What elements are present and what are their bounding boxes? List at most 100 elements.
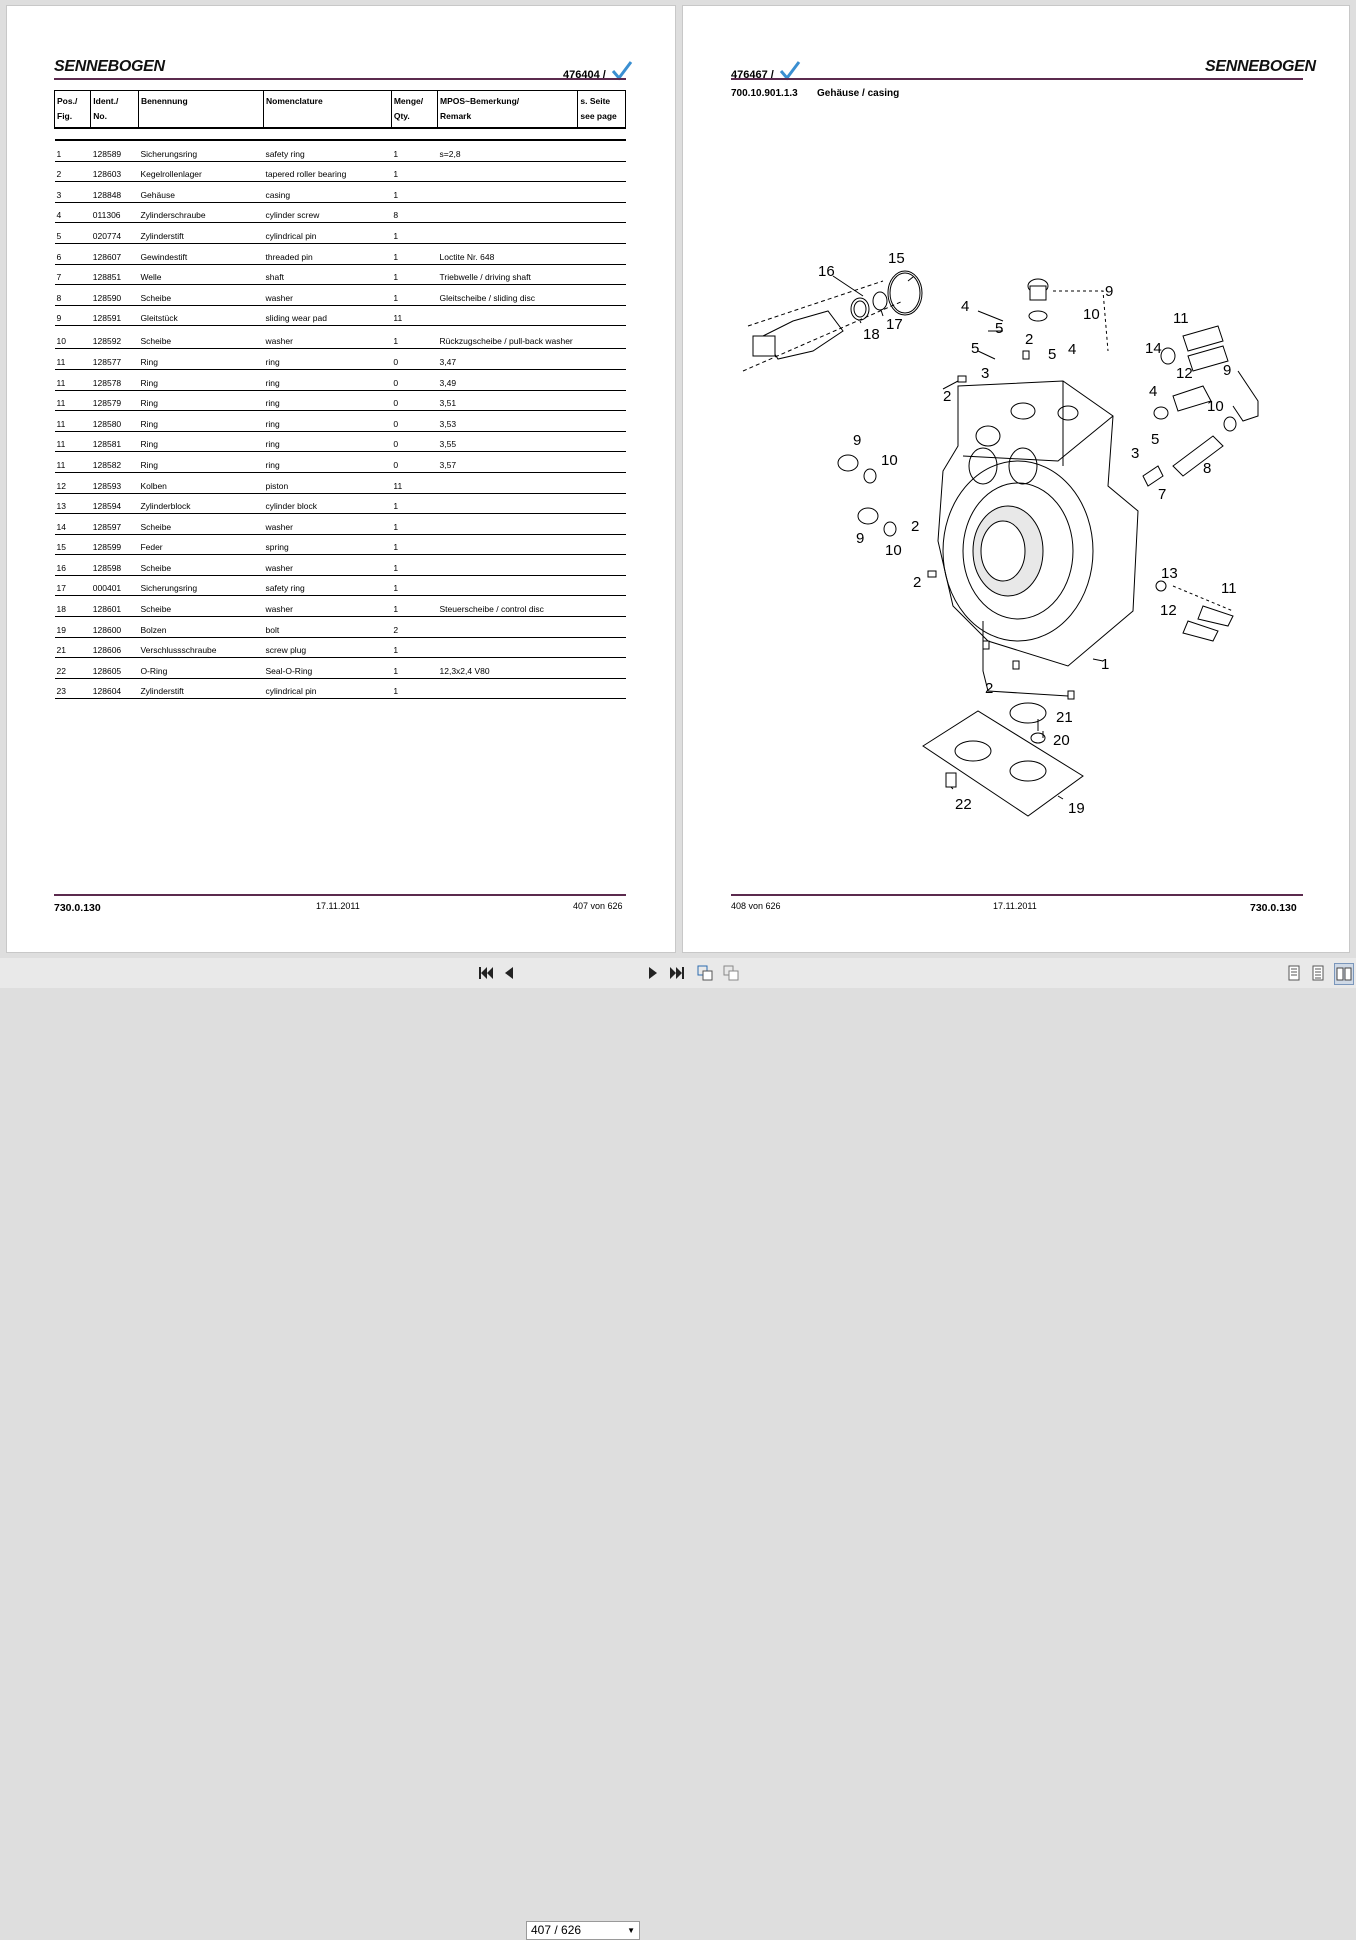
table-cell: 0 bbox=[391, 369, 438, 391]
table-cell bbox=[577, 348, 626, 370]
table-cell: 6 bbox=[54, 243, 91, 265]
table-cell: 1 bbox=[391, 493, 438, 515]
table-cell: 128605 bbox=[90, 657, 139, 679]
page-number-input[interactable]: 407 / 626 ▼ bbox=[526, 1921, 640, 1940]
chevron-down-icon[interactable]: ▼ bbox=[627, 1926, 635, 1935]
table-cell: Steuerscheibe / control disc bbox=[437, 595, 578, 618]
table-cell: Gewindestift bbox=[138, 243, 264, 265]
first-page-icon[interactable] bbox=[478, 963, 494, 983]
next-page-icon[interactable] bbox=[646, 963, 660, 983]
table-cell: Gleitstück bbox=[138, 305, 264, 327]
continuous-view-icon[interactable] bbox=[1310, 963, 1326, 983]
table-cell: 0 bbox=[391, 390, 438, 412]
table-cell: 3,47 bbox=[437, 348, 578, 370]
rotate-back-icon[interactable] bbox=[696, 963, 714, 983]
table-cell: 8 bbox=[54, 284, 91, 306]
table-cell bbox=[437, 181, 578, 203]
callout-label: 2 bbox=[985, 680, 993, 697]
table-cell: 14 bbox=[54, 513, 91, 535]
table-cell: 128580 bbox=[90, 410, 139, 432]
callout-label: 2 bbox=[943, 388, 951, 405]
table-cell: Bolzen bbox=[138, 616, 264, 638]
table-cell: Scheibe bbox=[138, 325, 264, 350]
callout-label: 5 bbox=[1048, 346, 1056, 363]
table-cell: 22 bbox=[54, 657, 91, 679]
table-cell bbox=[577, 637, 626, 659]
footer-doc-code: 730.0.130 bbox=[1250, 902, 1297, 914]
table-cell: Ring bbox=[138, 410, 264, 432]
table-cell: 3,57 bbox=[437, 451, 578, 473]
table-cell bbox=[437, 554, 578, 576]
table-cell: safety ring bbox=[263, 575, 392, 597]
table-cell bbox=[437, 513, 578, 535]
single-page-view-icon[interactable] bbox=[1286, 963, 1302, 983]
table-cell bbox=[577, 513, 626, 535]
footer-page-number: 408 von 626 bbox=[731, 901, 781, 911]
footer-date: 17.11.2011 bbox=[993, 901, 1037, 911]
table-cell: 11 bbox=[54, 410, 91, 432]
table-cell: 128600 bbox=[90, 616, 139, 638]
two-page-view-icon[interactable] bbox=[1334, 963, 1354, 985]
table-cell: 3,51 bbox=[437, 390, 578, 412]
rotate-forward-icon[interactable] bbox=[722, 963, 740, 983]
table-cell: 128603 bbox=[90, 161, 139, 183]
callout-label: 10 bbox=[1083, 306, 1100, 323]
table-cell: 1 bbox=[391, 595, 438, 618]
table-cell: 12 bbox=[54, 472, 91, 494]
callout-label: 4 bbox=[1149, 383, 1157, 400]
callout-label: 10 bbox=[885, 542, 902, 559]
left-page: SENNEBOGEN 476404 / Pos./Fig.Ident./No.B… bbox=[6, 5, 676, 953]
footer-doc-code: 730.0.130 bbox=[54, 902, 101, 914]
table-cell: cylindrical pin bbox=[263, 222, 392, 244]
column-header: Pos./Fig. bbox=[53, 90, 92, 129]
table-cell bbox=[437, 202, 578, 224]
callout-label: 9 bbox=[1223, 362, 1231, 379]
table-cell: 128592 bbox=[90, 325, 139, 350]
callout-label: 7 bbox=[1158, 486, 1166, 503]
footer-rule bbox=[54, 894, 626, 896]
callout-label: 16 bbox=[818, 263, 835, 280]
table-cell: Zylinderblock bbox=[138, 493, 264, 515]
footer-page-number: 407 von 626 bbox=[573, 901, 623, 911]
table-cell: 5 bbox=[54, 222, 91, 244]
table-cell: 11 bbox=[54, 451, 91, 473]
table-cell: 128578 bbox=[90, 369, 139, 391]
table-cell: 12,3x2,4 V80 bbox=[437, 657, 578, 679]
table-cell: Gehäuse bbox=[138, 181, 264, 203]
table-cell: cylinder block bbox=[263, 493, 392, 515]
table-cell: 1 bbox=[391, 637, 438, 659]
table-cell: 128589 bbox=[90, 140, 139, 162]
page-indicator-text: 407 / 626 bbox=[531, 1923, 582, 1937]
table-cell: Kegelrollenlager bbox=[138, 161, 264, 183]
table-cell bbox=[577, 202, 626, 224]
table-cell: 128604 bbox=[90, 678, 139, 700]
table-cell bbox=[577, 410, 626, 432]
prev-page-icon[interactable] bbox=[502, 963, 516, 983]
last-page-icon[interactable] bbox=[668, 963, 686, 983]
table-cell: Feder bbox=[138, 534, 264, 556]
table-cell bbox=[577, 657, 626, 679]
callout-label: 2 bbox=[913, 574, 921, 591]
table-cell: Ring bbox=[138, 390, 264, 412]
table-cell bbox=[577, 264, 626, 286]
table-cell: Verschlussschraube bbox=[138, 637, 264, 659]
column-header: Menge/Qty. bbox=[390, 90, 439, 129]
header-rule bbox=[731, 78, 1303, 80]
table-cell: sliding wear pad bbox=[263, 305, 392, 327]
column-header: Benennung bbox=[137, 90, 265, 129]
callout-label: 2 bbox=[1025, 331, 1033, 348]
table-cell: 8 bbox=[391, 202, 438, 224]
sennebogen-logo: SENNEBOGEN bbox=[1205, 58, 1316, 75]
